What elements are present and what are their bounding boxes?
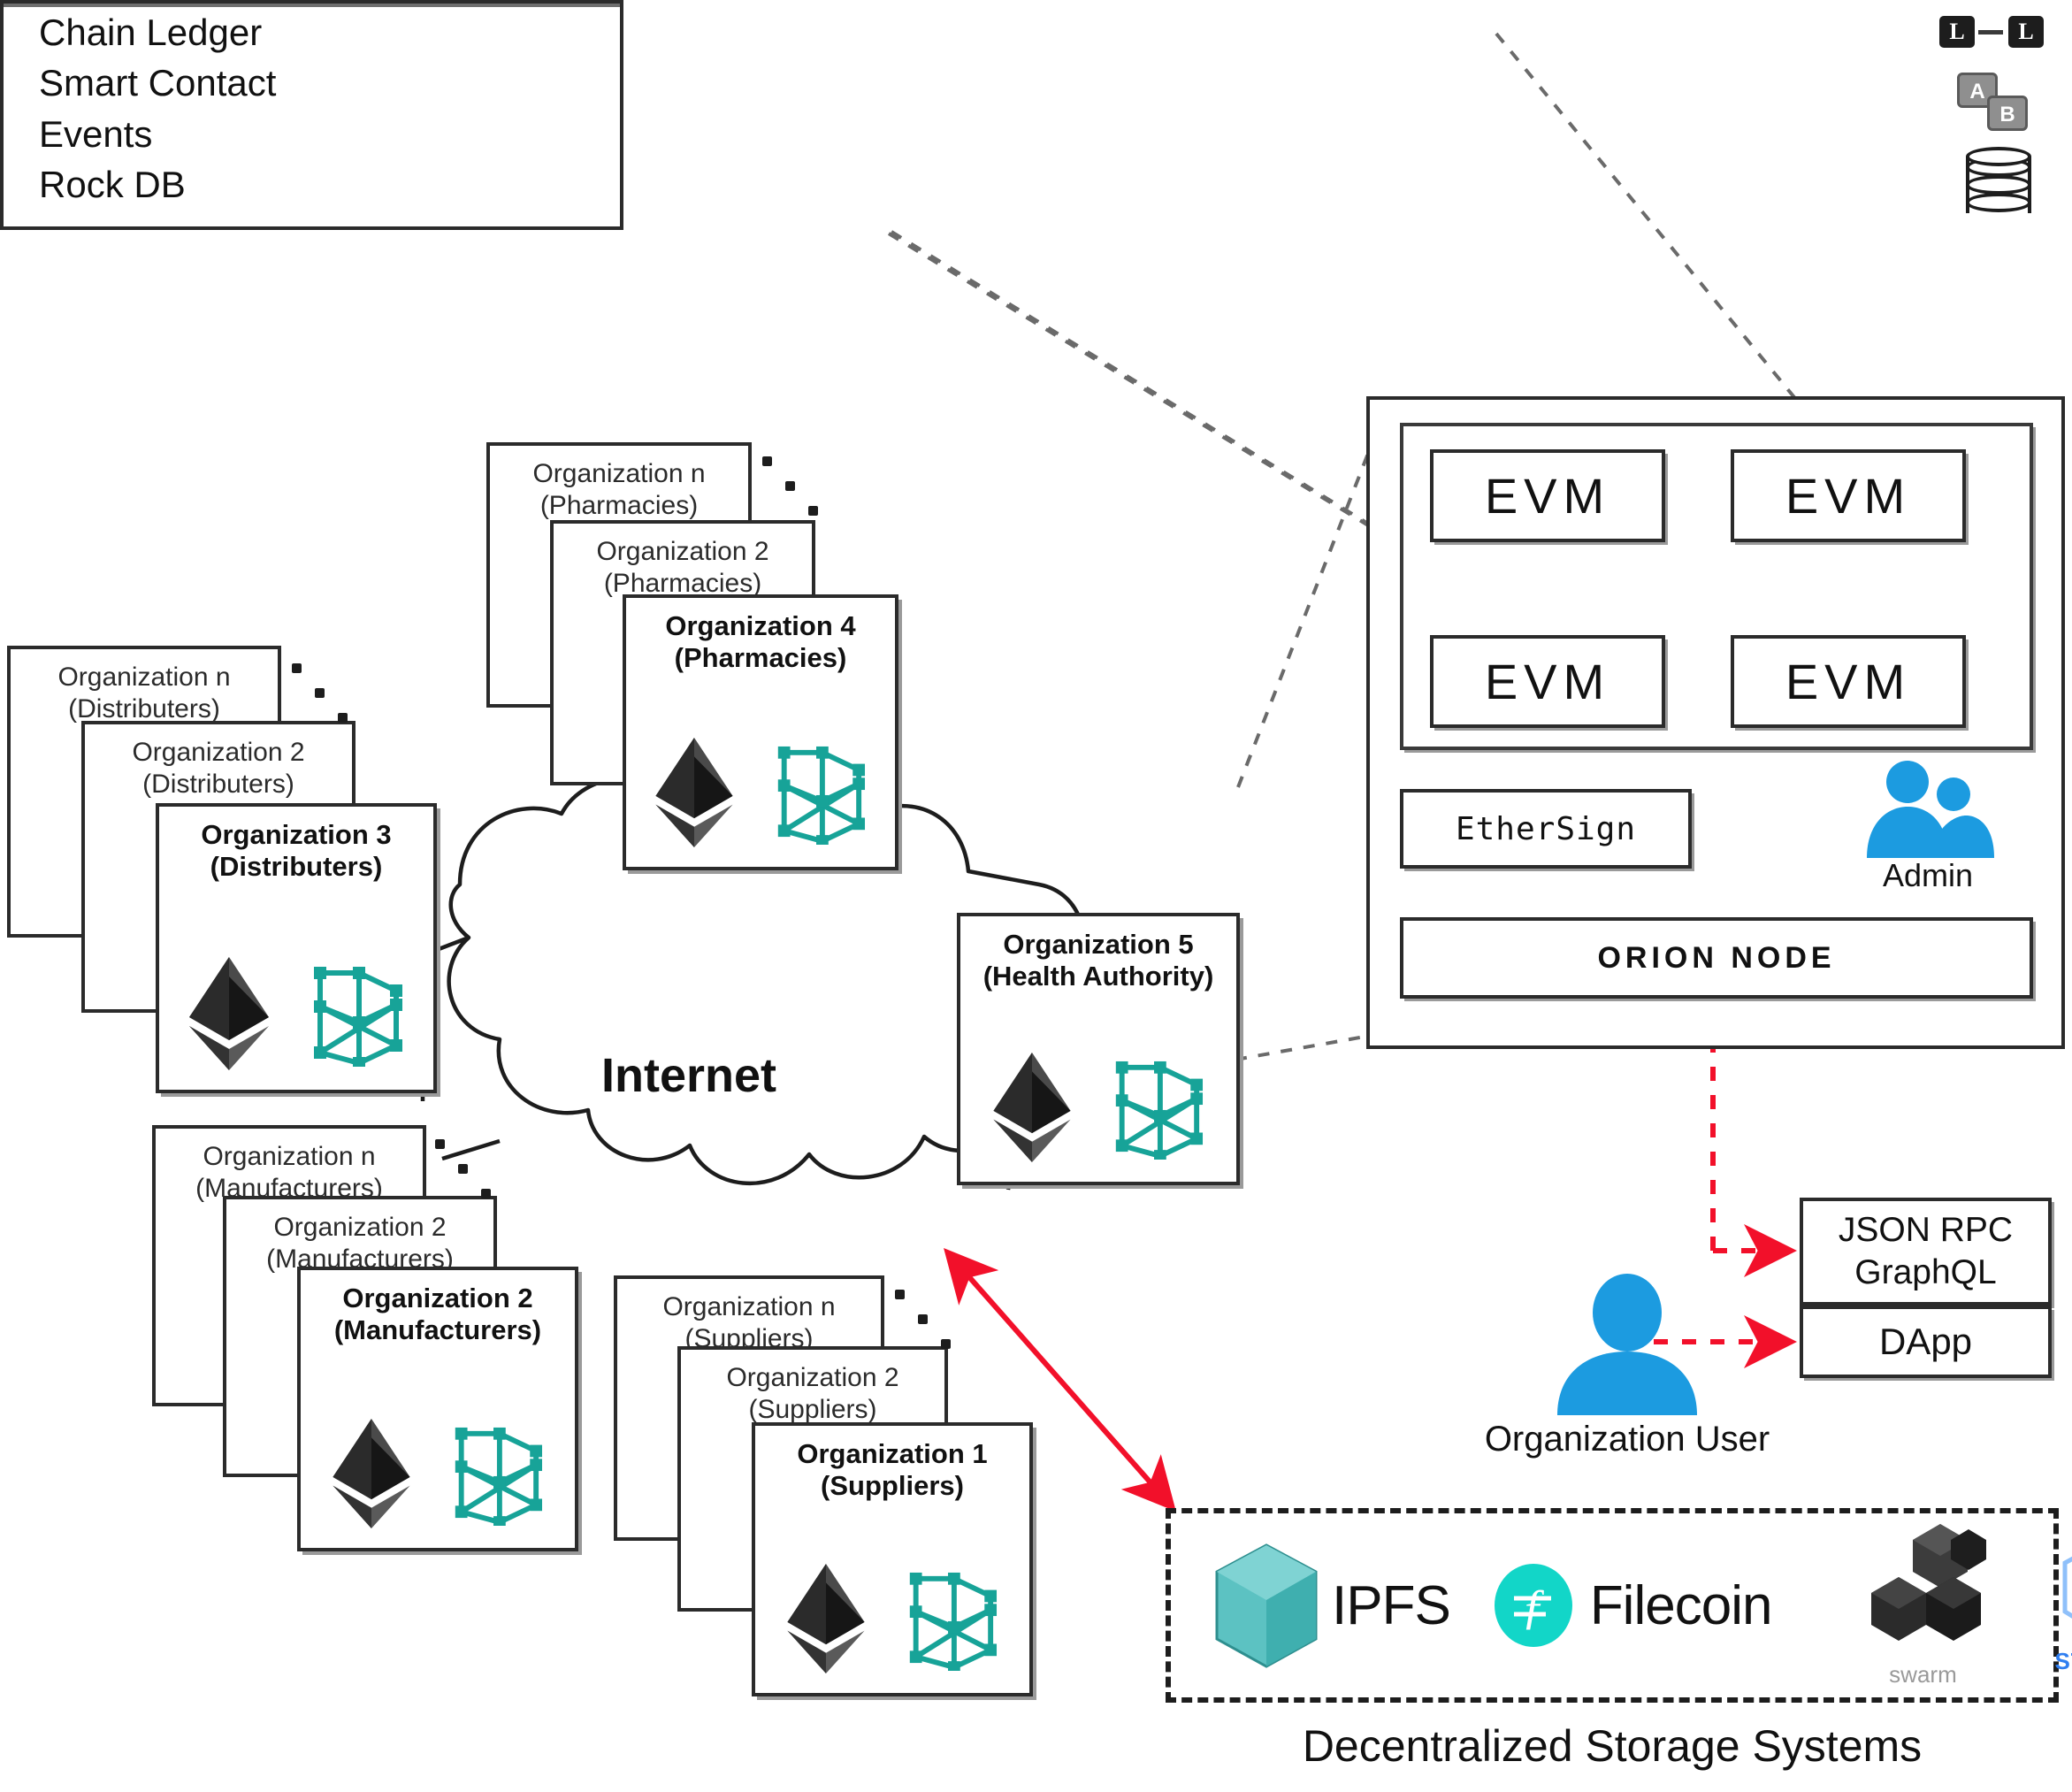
chain-ledger-label: Chain Ledger (39, 11, 263, 53)
ethereum-icon (333, 1419, 410, 1528)
organization-user-actor: Organization User (1468, 1274, 1786, 1459)
admin-label: Admin (1882, 857, 1974, 893)
organization-user-label: Organization User (1484, 1420, 1770, 1459)
card-title-line1: Organization n (203, 1142, 376, 1171)
evm-box-bottom-left[interactable]: EVM (1430, 635, 1665, 728)
events-label: Events (39, 112, 153, 155)
evm-box-bottom-right[interactable]: EVM (1731, 635, 1966, 728)
admin-people-icon (1867, 761, 1994, 858)
storj-logo: STORJ.IO (2054, 1535, 2072, 1675)
decentralized-storage-box: IPFS ƒ Filecoin swarm (1166, 1508, 2072, 1703)
card-title-line2: (Distributers) (142, 770, 294, 799)
swarm-icon (1871, 1524, 1987, 1641)
ellipsis-dots-manufacturers (435, 1139, 506, 1210)
rpc-line-2: GraphQL (1854, 1253, 1997, 1291)
card-title-line1: Organization 2 (596, 537, 769, 566)
org-card-health-authority[interactable]: Organization 5 (Health Authority) (957, 913, 1240, 1185)
contract-block-b: B (1987, 96, 2028, 131)
ethereum-icon (787, 1564, 865, 1673)
blockchain-network-icon (314, 967, 402, 1067)
card-title-line1: Organization n (532, 459, 706, 488)
admin-actor: Admin (1844, 759, 2012, 894)
org-card-distributers-3[interactable]: Organization 3 (Distributers) (156, 803, 437, 1093)
card-title-line1: Organization n (57, 662, 231, 692)
blockchain-network-icon (909, 1572, 998, 1671)
org-card-manufacturers-front[interactable]: Organization 2 (Manufacturers) (297, 1267, 578, 1551)
storage-caption: Decentralized Storage Systems (1302, 1721, 1923, 1771)
smart-contract-icon: A B (1957, 73, 2054, 140)
card-title-line2: (Suppliers) (821, 1470, 964, 1501)
dapp-box[interactable]: DApp (1800, 1306, 2052, 1378)
ipfs-label: IPFS (1332, 1574, 1451, 1636)
card-title-line1: Organization n (662, 1292, 836, 1321)
card-title-line1: Organization 2 (342, 1283, 533, 1313)
card-title-line1: Organization 2 (726, 1363, 899, 1392)
card-title-line1: Organization 4 (665, 610, 856, 641)
org-card-pharmacies-4[interactable]: Organization 4 (Pharmacies) (623, 594, 898, 870)
rock-db-label: Rock DB (39, 163, 186, 205)
blockchain-network-icon (777, 746, 866, 845)
evm-box-top-right[interactable]: EVM (1731, 449, 1966, 542)
card-title-line2: (Manufacturers) (333, 1314, 542, 1345)
filecoin-label: Filecoin (1589, 1574, 1773, 1636)
svg-text:ƒ: ƒ (1521, 1580, 1546, 1635)
orion-node-box[interactable]: ORION NODE (1400, 917, 2033, 999)
card-title-line2: (Distributers) (68, 694, 220, 724)
blockchain-network-icon (1115, 1061, 1204, 1160)
card-title-line2: (Pharmacies) (539, 491, 699, 520)
rpc-line-1: JSON RPC (1838, 1211, 2014, 1249)
card-title-line1: Organization 3 (201, 819, 392, 850)
swarm-label: swarm (1889, 1661, 1957, 1688)
chain-component-box: Chain Ledger Smart Contact Events Rock D… (0, 0, 2044, 230)
smart-contract-label: Smart Contact (39, 62, 277, 104)
ledger-link-dash (1978, 30, 2003, 34)
ipfs-logo: IPFS (1213, 1542, 1451, 1670)
organization-user-icon (1557, 1274, 1697, 1415)
ethersign-box[interactable]: EtherSign (1400, 789, 1692, 869)
database-icon (1966, 147, 2031, 223)
org-card-suppliers-1[interactable]: Organization 1 (Suppliers) (752, 1422, 1033, 1696)
evm-box-top-left[interactable]: EVM (1430, 449, 1665, 542)
filecoin-icon: ƒ (1494, 1564, 1572, 1647)
ledger-block-right: L (2008, 16, 2044, 48)
ethereum-icon (993, 1053, 1071, 1162)
ethereum-icon (189, 957, 269, 1070)
card-title-line2: (Pharmacies) (603, 569, 762, 598)
card-title-line2: (Pharmacies) (674, 642, 847, 673)
card-title-line2: (Health Authority) (982, 961, 1214, 992)
chain-ledger-icon: L L (1939, 16, 2054, 51)
card-title-line1: Organization 2 (132, 738, 305, 767)
card-title-line1: Organization 5 (1003, 929, 1194, 960)
json-rpc-graphql-box[interactable]: JSON RPC GraphQL (1800, 1198, 2052, 1306)
ledger-block-left: L (1939, 16, 1975, 48)
card-title-line1: Organization 2 (273, 1213, 447, 1242)
storj-icon (2062, 1556, 2072, 1619)
ethereum-icon (655, 738, 733, 847)
blockchain-network-icon (455, 1427, 543, 1526)
ellipsis-dots-distributers (292, 663, 363, 734)
filecoin-logo: ƒ Filecoin (1491, 1563, 1772, 1648)
ellipsis-dots-suppliers (895, 1290, 966, 1360)
ipfs-cube-icon (1215, 1543, 1318, 1668)
storj-label: STORJ.IO (2054, 1648, 2072, 1674)
card-title-line1: Organization 1 (797, 1438, 988, 1469)
swarm-logo: swarm (1856, 1522, 1989, 1689)
internet-label: Internet (601, 1049, 777, 1102)
card-title-line2: (Suppliers) (748, 1395, 877, 1424)
card-title-line2: (Distributers) (210, 851, 383, 882)
ellipsis-dots-pharmacies (762, 456, 833, 527)
